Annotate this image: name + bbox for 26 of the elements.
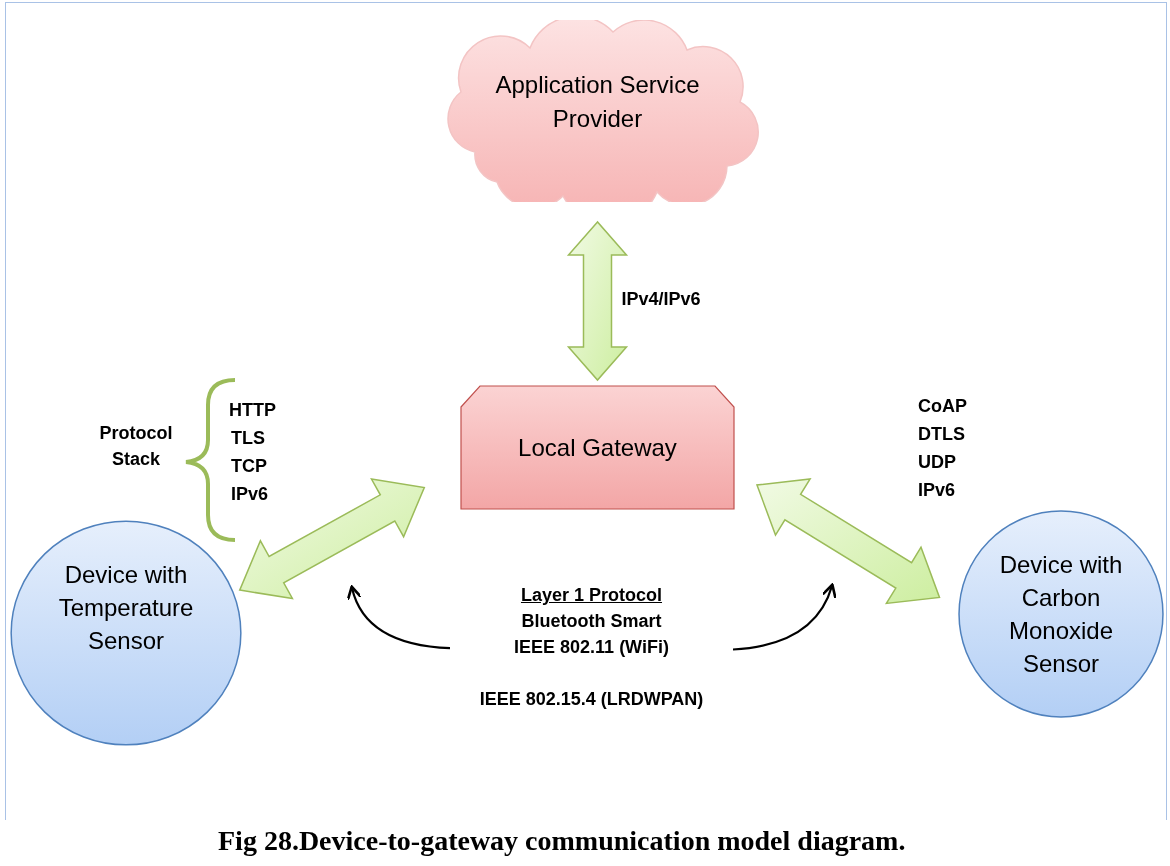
- double-block-arrow: [238, 478, 426, 600]
- protocol-label: TLS: [231, 427, 265, 450]
- double-block-arrow: [755, 477, 941, 605]
- protocol-text: IEEE 802.11 (WiFi): [513, 636, 670, 659]
- protocol-label: HTTP: [229, 399, 276, 422]
- heading-text: Layer 1 Protocol: [519, 584, 663, 607]
- protocol-label: CoAP: [918, 395, 967, 418]
- protocol-label: TCP: [231, 455, 267, 478]
- curved-arrow: [347, 585, 451, 650]
- stack-label: Protocol Stack: [98, 422, 174, 471]
- node-label: Device with Carbon Monoxide Sensor: [998, 550, 1124, 679]
- protocol-label: UDP: [918, 451, 956, 474]
- device-ellipse: [958, 510, 1164, 718]
- protocol-text: Bluetooth Smart: [520, 610, 663, 633]
- protocol-label: DTLS: [918, 423, 965, 446]
- device-ellipse: [10, 520, 242, 746]
- protocol-label: IPv6: [918, 479, 956, 502]
- node-label: Device with Temperature Sensor: [57, 560, 195, 656]
- protocol-text: IEEE 802.15.4 (LRDWPAN): [478, 688, 705, 711]
- protocol-label: IPv6: [231, 483, 269, 506]
- node-label: Local Gateway: [517, 433, 678, 463]
- figure-caption: Fig 28.Device-to-gateway communication model diagram.: [218, 824, 906, 858]
- double-block-arrow: [566, 220, 629, 382]
- node-label: Application Service Provider: [494, 70, 701, 134]
- curved-arrow: [732, 583, 837, 651]
- gateway-box: [460, 385, 735, 510]
